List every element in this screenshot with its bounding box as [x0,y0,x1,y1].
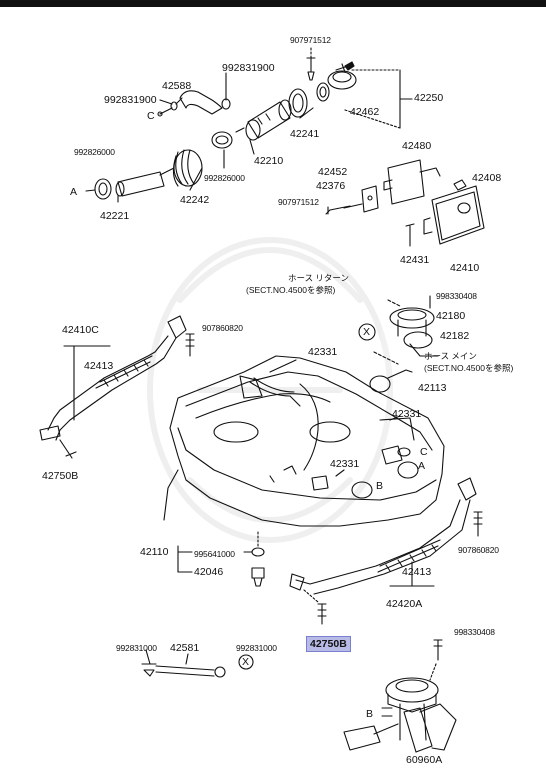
part-label-42410C: 42410C [62,324,99,336]
return-hose-note: ホース リターン [288,273,350,283]
right-strap-group [289,477,483,625]
part-label-42462: 42462 [350,106,380,118]
part-label-42750B-left: 42750B [42,470,79,482]
main-hose-section-ref: (SECT.NO.4500を参照) [424,363,514,373]
marker-c-tank: C [420,446,428,458]
top-border-rule [0,0,546,7]
marker-x-top: X [363,326,371,338]
part-label-42046: 42046 [194,566,224,578]
main-hose-note: ホース メイン [424,351,477,361]
part-label-42221: 42221 [100,210,130,222]
part-label-907971512-top: 907971512 [290,35,331,45]
part-label-42413-right: 42413 [402,566,432,578]
marker-x-bottom: X [242,656,250,668]
part-label-907860820-left: 907860820 [202,323,243,333]
part-label-998330408-top: 998330408 [436,291,477,301]
part-label-42750B-highlighted[interactable]: 42750B [306,636,351,652]
part-label-42241: 42241 [290,128,320,140]
marker-b-pump: B [366,708,374,720]
part-label-42410: 42410 [450,262,480,274]
part-label-42376: 42376 [316,180,346,192]
part-label-42182: 42182 [440,330,470,342]
part-label-42250: 42250 [414,92,444,104]
part-label-42110: 42110 [140,546,169,558]
part-label-992826000-right: 992826000 [204,173,245,183]
sender-unit-group [358,295,439,393]
fuel-pump-group [343,639,457,753]
filler-neck-group [85,47,413,203]
part-label-42581: 42581 [170,642,200,654]
part-label-42413-left: 42413 [84,360,114,372]
part-label-42420A: 42420A [386,598,423,610]
part-label-42242: 42242 [180,194,210,206]
part-label-907860820-right: 907860820 [458,545,499,555]
part-label-42210: 42210 [254,155,284,167]
part-label-42452: 42452 [318,166,348,178]
part-label-992831900-left: 992831900 [104,94,157,106]
part-label-42480: 42480 [402,140,432,152]
fuel-tank-body [163,355,445,527]
marker-c-top: C [147,110,155,122]
part-label-42180: 42180 [436,310,466,322]
marker-b-tank: B [376,480,384,492]
bracket-cover-group [325,159,485,247]
marker-a-left: A [70,186,78,198]
part-label-42331-top: 42331 [308,346,338,358]
part-label-992831000-left: 992831000 [116,643,157,653]
part-label-60960A: 60960A [406,754,443,766]
watermark-emblem [147,237,393,543]
part-label-995641000: 995641000 [194,549,235,559]
part-label-42588: 42588 [162,80,192,92]
part-label-42331-right: 42331 [392,408,422,420]
left-strap-group [39,315,195,459]
part-label-907971512-mid: 907971512 [278,197,319,207]
part-label-992826000-left: 992826000 [74,147,115,157]
part-label-998330408-bottom: 998330408 [454,627,495,637]
return-hose-section-ref: (SECT.NO.4500を参照) [246,285,336,295]
part-label-992831900-top: 992831900 [222,62,275,74]
part-label-42431: 42431 [400,254,430,266]
drain-plug-group [177,531,265,587]
marker-a-tank: A [418,460,426,472]
part-label-42331-center: 42331 [330,458,360,470]
part-label-42113: 42113 [418,382,447,394]
part-label-42408: 42408 [472,172,502,184]
tube-42581-group [141,649,254,678]
part-label-992831000-right: 992831000 [236,643,277,653]
